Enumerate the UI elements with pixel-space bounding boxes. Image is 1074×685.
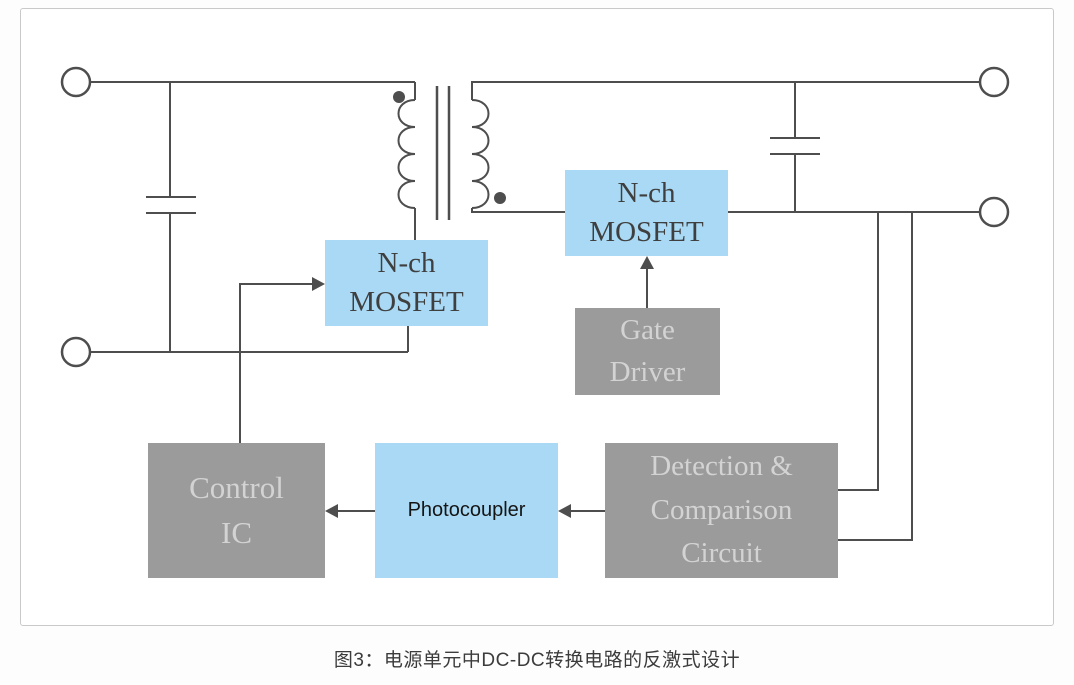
control-ic-label-line2: IC	[221, 514, 252, 550]
block-secondary-mosfet: N-ch MOSFET	[565, 170, 728, 256]
detection-label-line2: Comparison	[650, 493, 793, 526]
detection-label-line3: Circuit	[681, 537, 762, 570]
photocoupler-label: Photocoupler	[407, 499, 526, 521]
block-primary-mosfet: N-ch MOSFET	[325, 240, 488, 326]
detection-label-line1: Detection &	[650, 450, 793, 483]
primary-mosfet-label-line2: MOSFET	[349, 286, 464, 318]
secondary-mosfet-label-line1: N-ch	[617, 176, 676, 209]
control-ic-label-line1: Control	[189, 470, 284, 506]
block-gate-driver: Gate Driver	[575, 308, 720, 395]
gate-driver-label-line2: Driver	[609, 355, 686, 388]
secondary-mosfet-label-line2: MOSFET	[589, 216, 704, 248]
block-detection-comparison: Detection & Comparison Circuit	[605, 443, 838, 578]
figure-caption: 图3：电源单元中DC-DC转换电路的反激式设计	[333, 650, 741, 671]
gate-driver-label-line1: Gate	[620, 314, 675, 347]
block-control-ic: Control IC	[148, 443, 325, 578]
primary-mosfet-label-line1: N-ch	[377, 246, 436, 279]
block-photocoupler: Photocoupler	[375, 443, 558, 578]
